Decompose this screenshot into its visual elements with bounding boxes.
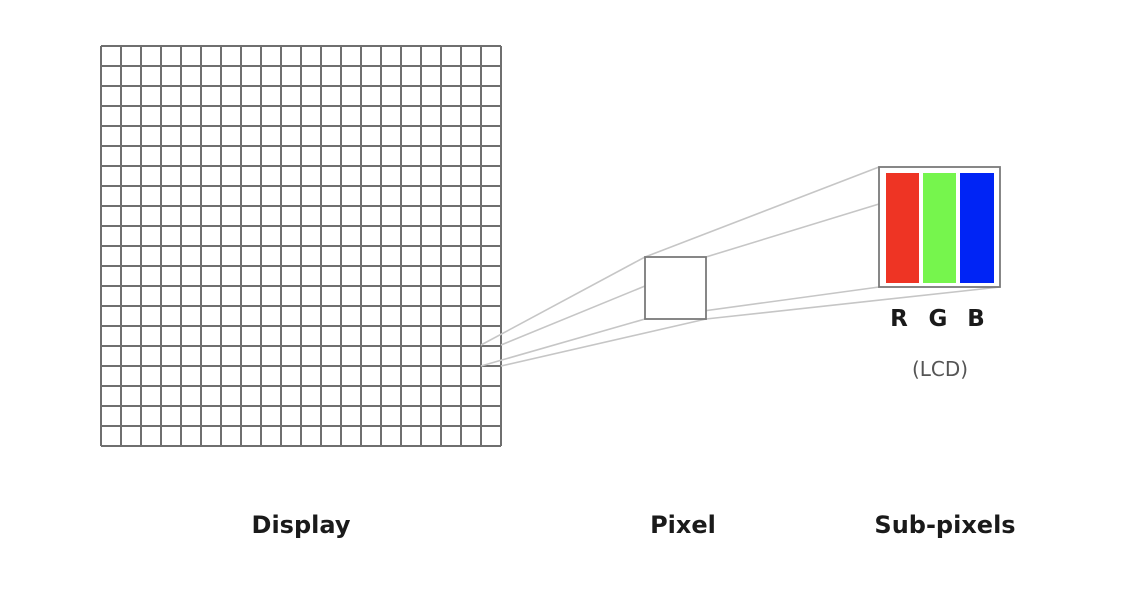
caption-display: Display (252, 511, 351, 539)
zoom-lines-display-to-pixel (480, 256, 707, 367)
zoom-line (480, 318, 646, 367)
lcd-note: (LCD) (912, 357, 968, 381)
pixel-box (644, 256, 707, 320)
zoom-line (500, 285, 646, 346)
subpixel-green (923, 173, 956, 283)
label-g: G (929, 306, 948, 332)
caption-subpixels: Sub-pixels (874, 511, 1015, 539)
zoom-line (644, 166, 880, 258)
subpixel-red (886, 173, 919, 283)
label-r: R (890, 306, 908, 332)
subpixel-blue (960, 173, 994, 283)
caption-pixel: Pixel (650, 511, 716, 539)
zoom-line (480, 256, 646, 346)
display-grid (100, 45, 502, 447)
zoom-line (705, 286, 1001, 320)
zoom-line (705, 203, 880, 258)
zoom-line (500, 318, 707, 367)
label-b: B (967, 306, 985, 332)
